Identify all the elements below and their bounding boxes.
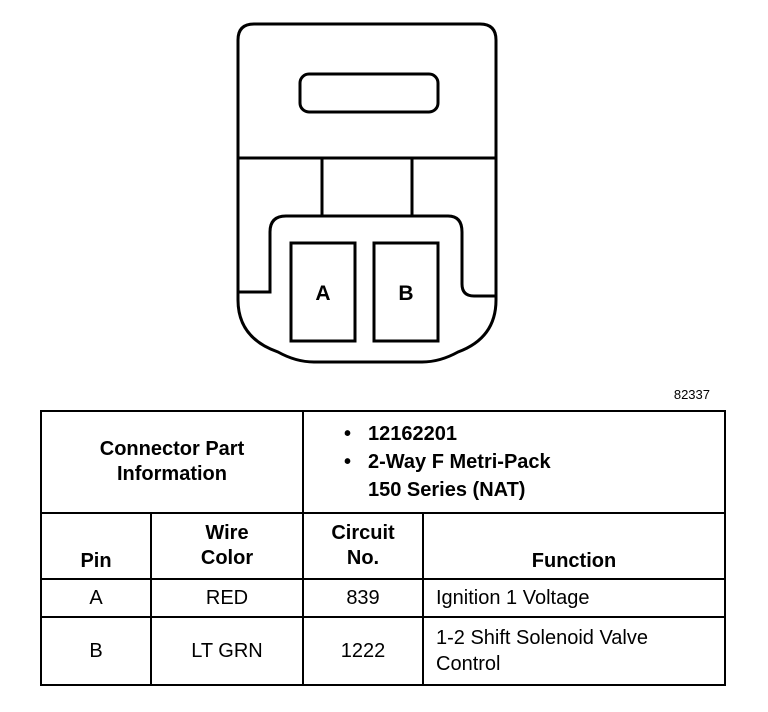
- bullet-icon: •: [344, 451, 352, 473]
- header-function: Function: [422, 512, 726, 580]
- part-info-cell: • 12162201 • 2-Way F Metri-Pack 150 Series…: [302, 410, 726, 514]
- table-row: B LT GRN 1222 1-2 Shift Solenoid Valve C…: [40, 616, 726, 686]
- connector-latch: [298, 72, 440, 114]
- row-b-function-text: 1-2 Shift Solenoid Valve Control: [436, 627, 648, 675]
- row-a-pin: A: [40, 578, 152, 618]
- pin-a-terminal: [289, 241, 357, 343]
- connector-part-label: Connector Part Information: [40, 410, 304, 514]
- part-number: 12162201: [368, 423, 457, 445]
- table-row: A RED 839 Ignition 1 Voltage: [40, 578, 726, 618]
- header-wire-color: Wire Color: [150, 512, 304, 580]
- header-pin: Pin: [40, 512, 152, 580]
- part-desc-2: 150 Series (NAT): [368, 479, 526, 501]
- row-b-function: 1-2 Shift Solenoid Valve Control: [422, 616, 726, 686]
- header-circuit-no: Circuit No.: [302, 512, 424, 580]
- row-a-circuit: 839: [302, 578, 424, 618]
- figure-id: 82337: [673, 387, 710, 402]
- pin-b-terminal: [372, 241, 440, 343]
- part-desc-1: 2-Way F Metri-Pack: [368, 451, 551, 473]
- header-wire-color-text: Wire Color: [200, 522, 254, 569]
- connector-info-table: Connector Part Information • 12162201 • 2-…: [40, 410, 726, 686]
- header-circuit-no-text: Circuit No.: [331, 522, 395, 569]
- connector-diagram: A B: [236, 22, 498, 364]
- part-number-line: • 12162201: [344, 420, 724, 448]
- pin-a-label: A: [315, 282, 330, 305]
- row-b-circuit: 1222: [302, 616, 424, 686]
- connector-housing: [236, 22, 498, 364]
- row-b-wire-color: LT GRN: [150, 616, 304, 686]
- row-b-pin: B: [40, 616, 152, 686]
- part-desc-line: • 2-Way F Metri-Pack: [344, 448, 724, 476]
- row-a-function: Ignition 1 Voltage: [422, 578, 726, 618]
- connector-part-label-text: Connector Part Information: [99, 438, 245, 485]
- part-desc-line-2: 150 Series (NAT): [344, 476, 724, 504]
- bullet-icon: •: [344, 423, 352, 445]
- part-info-row: Connector Part Information • 12162201 • 2-…: [40, 410, 726, 514]
- row-a-wire-color: RED: [150, 578, 304, 618]
- header-row: Pin Wire Color Circuit No. Function: [40, 512, 726, 580]
- pin-b-label: B: [398, 282, 413, 305]
- terminal-cavity: [238, 214, 496, 298]
